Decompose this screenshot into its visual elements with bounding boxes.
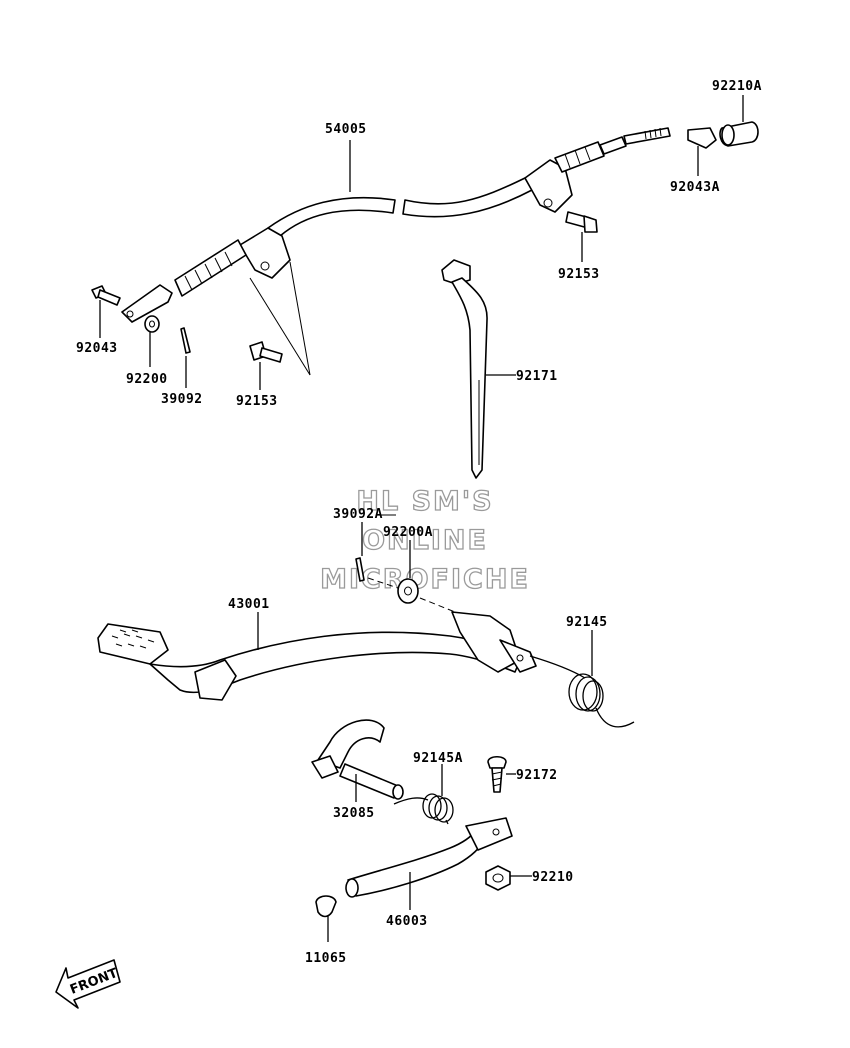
label-92153-left: 92153 bbox=[236, 394, 278, 409]
brake-cable[interactable] bbox=[121, 127, 671, 376]
label-92200: 92200 bbox=[126, 372, 168, 387]
watermark-line-2: ONLINE bbox=[362, 525, 488, 556]
part-92043-pin[interactable] bbox=[91, 285, 121, 338]
label-92145A: 92145A bbox=[413, 751, 463, 766]
part-92153-top-bolt[interactable] bbox=[565, 211, 598, 262]
label-92043: 92043 bbox=[76, 341, 118, 356]
label-46003: 46003 bbox=[386, 914, 428, 929]
part-92171-cable-tie[interactable] bbox=[441, 259, 516, 479]
part-92145-spring[interactable] bbox=[529, 630, 635, 728]
label-92145: 92145 bbox=[566, 615, 608, 630]
label-92153-top: 92153 bbox=[558, 267, 600, 282]
watermark: HL SM'S ONLINE MICROFICHE bbox=[319, 485, 530, 595]
label-92200A: 92200A bbox=[383, 525, 433, 540]
part-92210-nut[interactable] bbox=[485, 865, 532, 891]
part-46003-lever[interactable] bbox=[345, 817, 513, 910]
part-11065-cap[interactable] bbox=[315, 895, 337, 942]
part-92210A-nut[interactable] bbox=[719, 95, 759, 147]
part-39092-cotter-pin[interactable] bbox=[180, 327, 191, 388]
label-54005: 54005 bbox=[325, 122, 367, 137]
part-92153-left-bolt[interactable] bbox=[249, 341, 283, 390]
part-43001-brake-pedal[interactable] bbox=[97, 611, 537, 701]
label-92043A: 92043A bbox=[670, 180, 720, 195]
part-39092A-cotter-pin[interactable] bbox=[355, 514, 396, 582]
label-92210: 92210 bbox=[532, 870, 574, 885]
label-39092A: 39092A bbox=[333, 507, 383, 522]
part-92200A-washer[interactable] bbox=[367, 540, 456, 613]
part-92043A-pin[interactable] bbox=[687, 127, 717, 176]
part-92200-washer[interactable] bbox=[144, 315, 160, 367]
label-92210A: 92210A bbox=[712, 79, 762, 94]
label-92171: 92171 bbox=[516, 369, 558, 384]
label-39092: 39092 bbox=[161, 392, 203, 407]
label-92172: 92172 bbox=[516, 768, 558, 783]
label-43001: 43001 bbox=[228, 597, 270, 612]
label-32085: 32085 bbox=[333, 806, 375, 821]
part-92172-screw[interactable] bbox=[487, 755, 516, 793]
part-32085-shaft[interactable] bbox=[311, 719, 404, 802]
front-direction-arrow: FRONT bbox=[55, 959, 121, 1009]
watermark-line-1: HL SM'S bbox=[356, 486, 493, 517]
watermark-line-3: MICROFICHE bbox=[320, 564, 530, 595]
label-11065: 11065 bbox=[305, 951, 347, 966]
part-92145A-spring[interactable] bbox=[393, 764, 454, 825]
